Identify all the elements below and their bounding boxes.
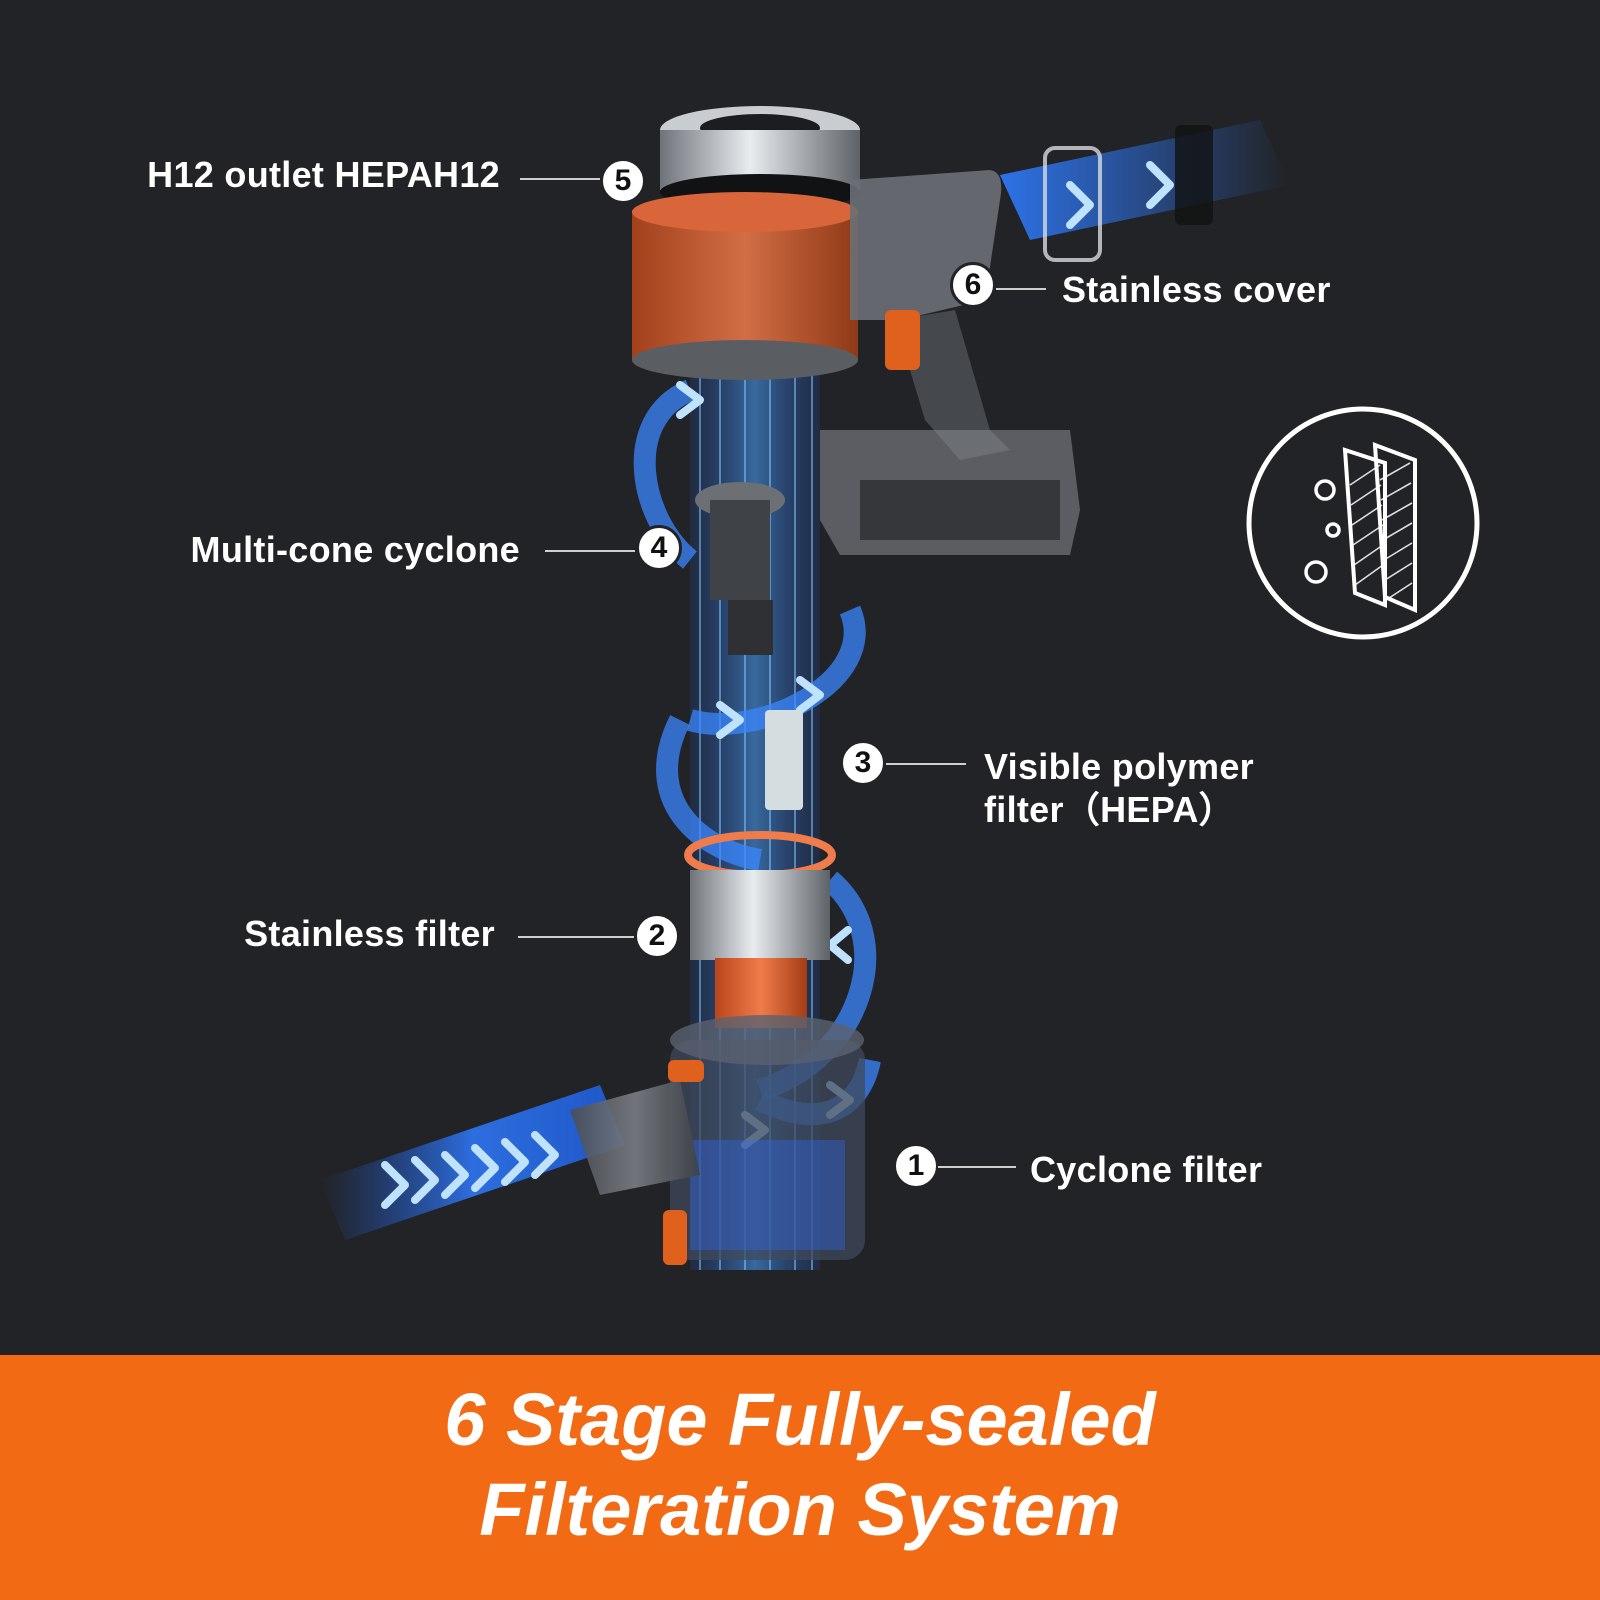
label-multi-cone-cyclone: Multi-cone cyclone	[190, 529, 520, 570]
label-h12-outlet: H12 outlet HEPAH12	[147, 154, 500, 195]
label-stainless-filter: Stainless filter	[244, 913, 495, 954]
filter-layers-icon	[1246, 406, 1480, 640]
label-visible-polymer-filter: Visible polymer filter（HEPA）	[984, 745, 1324, 831]
stage-badge-2: 2	[634, 913, 680, 959]
leader-line-2	[518, 936, 634, 938]
stage-badge-1: 1	[893, 1143, 939, 1189]
leader-line-5	[520, 178, 600, 180]
banner-title-line1: 6 Stage Fully-sealed	[444, 1378, 1156, 1461]
outflow-stream	[1000, 120, 1290, 240]
stage-badge-6: 6	[950, 262, 996, 308]
leader-line-1	[938, 1166, 1016, 1168]
stage-badge-4: 4	[636, 525, 682, 571]
label-cyclone-filter: Cyclone filter	[1030, 1149, 1263, 1190]
leader-line-6	[996, 288, 1046, 290]
label-polymer-line2: filter（HEPA）	[984, 789, 1235, 831]
label-stainless-cover: Stainless cover	[1062, 269, 1331, 310]
banner-title: 6 Stage Fully-sealed Filteration System	[0, 1375, 1600, 1555]
bottom-banner	[0, 1355, 1600, 1600]
inflow-stream	[320, 1085, 625, 1240]
banner-title-line2: Filteration System	[479, 1468, 1121, 1551]
leader-line-4	[545, 550, 635, 552]
label-polymer-line1: Visible polymer	[984, 746, 1254, 787]
stage-badge-3: 3	[840, 740, 886, 786]
leader-line-3	[886, 763, 966, 765]
stage-badge-5: 5	[600, 158, 646, 204]
